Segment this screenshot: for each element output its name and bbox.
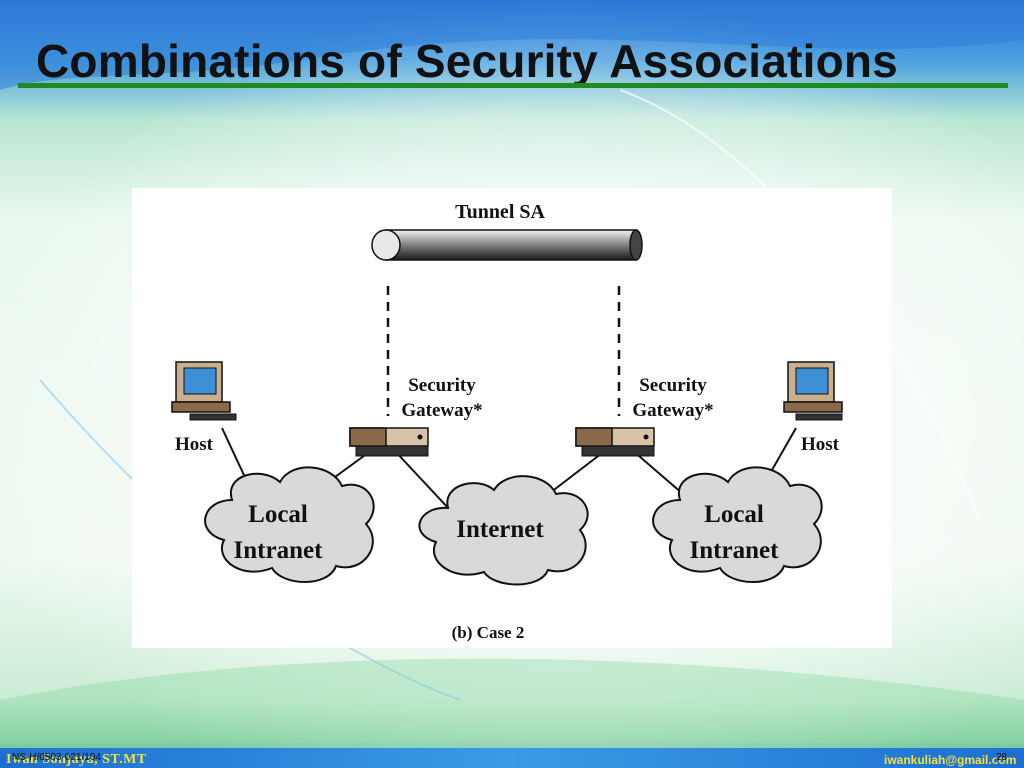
cloud-internet-label: Internet bbox=[456, 516, 544, 543]
footer-page-number: 28 bbox=[996, 752, 1008, 763]
host-left-label: Host bbox=[175, 434, 214, 455]
diagram-caption: (b) Case 2 bbox=[452, 623, 525, 642]
slide-title: Combinations of Security Associations bbox=[36, 35, 898, 87]
tunnel-label: Tunnel SA bbox=[455, 201, 545, 223]
cloud-right-label-line1: Local bbox=[704, 501, 764, 528]
gateway-right-label-line1: Security bbox=[639, 375, 707, 396]
diagram-canvas: Tunnel SA Security Gateway* Security Gat… bbox=[171, 201, 843, 642]
footer-course-code: NS-H/0503-021/104 bbox=[12, 752, 101, 763]
cloud-left-label-line1: Local bbox=[248, 501, 308, 528]
host-left-computer-icon bbox=[171, 361, 237, 421]
gateway-left-device bbox=[349, 427, 429, 457]
title-underline bbox=[18, 83, 1008, 88]
gateway-left-label-line2: Gateway* bbox=[401, 400, 482, 421]
cloud-right-local-intranet bbox=[652, 466, 823, 583]
tunnel-pipe bbox=[371, 229, 643, 261]
host-right-label: Host bbox=[801, 434, 840, 455]
cloud-left-local-intranet bbox=[204, 466, 375, 583]
gateway-left-label-line1: Security bbox=[408, 375, 476, 396]
footer-bar bbox=[0, 748, 1024, 768]
network-diagram: Tunnel SA Security Gateway* Security Gat… bbox=[132, 188, 892, 648]
host-right-computer-icon bbox=[783, 361, 843, 421]
gateway-right-label-line2: Gateway* bbox=[632, 400, 713, 421]
cloud-right-label-line2: Intranet bbox=[690, 537, 780, 564]
footer-author: Iwan Sonjaya, ST.MT bbox=[6, 752, 147, 767]
cloud-internet bbox=[418, 475, 589, 586]
gateway-right-device bbox=[575, 427, 655, 457]
footer-email: iwankuliah@gmail.com bbox=[884, 753, 1017, 767]
cloud-left-label-line2: Intranet bbox=[234, 537, 324, 564]
